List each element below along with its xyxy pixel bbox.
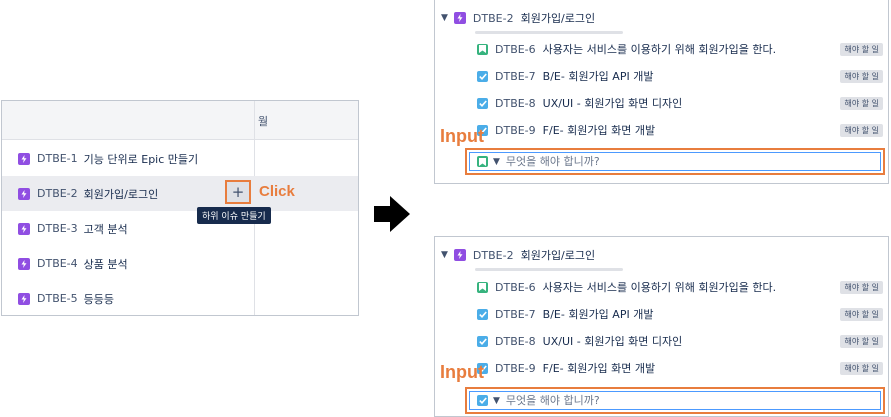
- progress-bar: [475, 268, 623, 271]
- child-issue-input-box[interactable]: ▼: [465, 148, 885, 175]
- issue-summary: UX/UI - 회원가입 화면 디자인: [542, 335, 683, 348]
- status-badge[interactable]: 해야 할 일: [840, 123, 883, 137]
- epic-board-panel: 월 DTBE-1 기능 단위로 Epic 만들기 DTBE-2 회원가입/로그인…: [1, 100, 359, 316]
- task-icon: [477, 362, 488, 374]
- issue-key: DTBE-7: [495, 69, 536, 83]
- issue-key: DTBE-6: [495, 42, 536, 56]
- task-icon: [477, 308, 488, 320]
- issue-summary-input[interactable]: [505, 155, 806, 168]
- task-icon: [477, 124, 488, 136]
- issue-summary: UX/UI - 회원가입 화면 디자인: [542, 97, 683, 110]
- status-badge[interactable]: 해야 할 일: [840, 361, 883, 375]
- child-issue-row[interactable]: DTBE-6 사용자는 서비스를 이용하기 위해 회원가입을 한다. 해야 할 …: [477, 38, 887, 60]
- chevron-down-icon[interactable]: ▼: [441, 250, 448, 260]
- issue-type-selector[interactable]: ▼: [477, 395, 500, 406]
- epic-icon: [18, 187, 30, 200]
- epic-key: DTBE-5: [37, 292, 78, 305]
- issue-summary: B/E- 회원가입 API 개발: [542, 70, 654, 83]
- epic-key: DTBE-2: [37, 187, 78, 200]
- child-issue-row[interactable]: DTBE-8 UX/UI - 회원가입 화면 디자인 해야 할 일: [477, 92, 887, 114]
- issue-key: DTBE-8: [495, 96, 536, 110]
- status-badge[interactable]: 해야 할 일: [840, 96, 883, 110]
- chevron-down-icon[interactable]: ▼: [441, 13, 448, 23]
- input-focus-ring: [469, 152, 881, 171]
- issue-summary: B/E- 회원가입 API 개발: [542, 308, 654, 321]
- epic-title: 고객 분석: [83, 222, 128, 236]
- epic-row[interactable]: DTBE-5 등등등: [2, 281, 254, 315]
- right-arrow-icon: [374, 196, 410, 232]
- child-issue-row[interactable]: DTBE-6 사용자는 서비스를 이용하기 위해 회원가입을 한다. 해야 할 …: [477, 276, 887, 298]
- epic-row-selected[interactable]: DTBE-2 회원가입/로그인: [2, 176, 358, 211]
- epic-key: DTBE-1: [37, 152, 78, 165]
- issue-summary: F/E- 회원가입 화면 개발: [542, 362, 656, 375]
- epic-key: DTBE-4: [37, 257, 78, 270]
- issue-key: DTBE-8: [495, 334, 536, 348]
- child-issues-panel-task: ▼ DTBE-2 회원가입/로그인 DTBE-6 사용자는 서비스를 이용하기 …: [434, 236, 889, 417]
- epic-icon: [453, 12, 466, 24]
- chevron-down-icon: ▼: [493, 395, 500, 406]
- child-issue-row[interactable]: DTBE-8 UX/UI - 회원가입 화면 디자인 해야 할 일: [477, 330, 887, 352]
- status-badge[interactable]: 해야 할 일: [840, 42, 883, 56]
- issue-summary-input[interactable]: [505, 394, 806, 407]
- status-badge[interactable]: 해야 할 일: [840, 280, 883, 294]
- plus-icon: +: [231, 183, 245, 201]
- status-badge[interactable]: 해야 할 일: [840, 69, 883, 83]
- epic-key: DTBE-3: [37, 222, 78, 235]
- issue-summary: 사용자는 서비스를 이용하기 위해 회원가입을 한다.: [542, 43, 777, 56]
- chevron-down-icon: ▼: [493, 156, 500, 167]
- issue-type-selector[interactable]: ▼: [477, 156, 500, 167]
- input-annotation: Input: [440, 362, 484, 382]
- issue-summary: 사용자는 서비스를 이용하기 위해 회원가입을 한다.: [542, 281, 777, 294]
- issue-key: DTBE-9: [495, 361, 536, 375]
- issue-key: DTBE-9: [495, 123, 536, 137]
- epic-title: 등등등: [83, 292, 115, 306]
- column-header-month: 월: [258, 115, 269, 128]
- epic-row[interactable]: DTBE-3 고객 분석: [2, 211, 254, 246]
- input-annotation: Input: [440, 126, 484, 146]
- child-issue-input-box[interactable]: ▼: [465, 387, 885, 414]
- story-icon: [477, 43, 488, 55]
- epic-title: 기능 단위로 Epic 만들기: [83, 152, 199, 166]
- task-icon: [477, 97, 488, 109]
- child-issue-row[interactable]: DTBE-7 B/E- 회원가입 API 개발 해야 할 일: [477, 303, 887, 325]
- epic-icon: [453, 249, 466, 261]
- epic-title: 회원가입/로그인: [520, 12, 596, 25]
- issue-key: DTBE-7: [495, 307, 536, 321]
- epic-icon: [18, 222, 30, 235]
- task-icon: [477, 335, 488, 347]
- input-focus-ring: [469, 391, 881, 410]
- board-header: [2, 101, 358, 140]
- epic-title: 상품 분석: [83, 257, 128, 271]
- epic-title: 회원가입/로그인: [520, 249, 596, 262]
- story-icon: [477, 156, 488, 167]
- epic-key: DTBE-2: [472, 11, 514, 25]
- epic-icon: [18, 292, 30, 305]
- epic-row[interactable]: DTBE-4 상품 분석: [2, 246, 254, 281]
- child-issue-row[interactable]: DTBE-7 B/E- 회원가입 API 개발 해야 할 일: [477, 65, 887, 87]
- status-badge[interactable]: 해야 할 일: [840, 307, 883, 321]
- child-issue-row[interactable]: DTBE-9 F/E- 회원가입 화면 개발 해야 할 일: [477, 119, 887, 141]
- child-issue-row[interactable]: DTBE-9 F/E- 회원가입 화면 개발 해야 할 일: [477, 357, 887, 379]
- task-icon: [477, 70, 488, 82]
- epic-header[interactable]: ▼ DTBE-2 회원가입/로그인: [441, 10, 595, 26]
- issue-summary: F/E- 회원가입 화면 개발: [542, 124, 656, 137]
- task-icon: [477, 395, 488, 406]
- epic-row[interactable]: DTBE-1 기능 단위로 Epic 만들기: [2, 141, 254, 176]
- progress-bar: [475, 31, 623, 34]
- child-issues-panel-story: ▼ DTBE-2 회원가입/로그인 DTBE-6 사용자는 서비스를 이용하기 …: [434, 0, 889, 184]
- story-icon: [477, 281, 488, 293]
- epic-key: DTBE-2: [472, 248, 514, 262]
- click-annotation: Click: [259, 183, 295, 200]
- issue-key: DTBE-6: [495, 280, 536, 294]
- create-child-issue-button[interactable]: +: [225, 180, 251, 204]
- epic-icon: [18, 257, 30, 270]
- epic-header[interactable]: ▼ DTBE-2 회원가입/로그인: [441, 247, 595, 263]
- status-badge[interactable]: 해야 할 일: [840, 334, 883, 348]
- epic-title: 회원가입/로그인: [83, 187, 159, 201]
- epic-icon: [18, 152, 30, 165]
- create-child-issue-tooltip: 하위 이슈 만들기: [197, 207, 271, 224]
